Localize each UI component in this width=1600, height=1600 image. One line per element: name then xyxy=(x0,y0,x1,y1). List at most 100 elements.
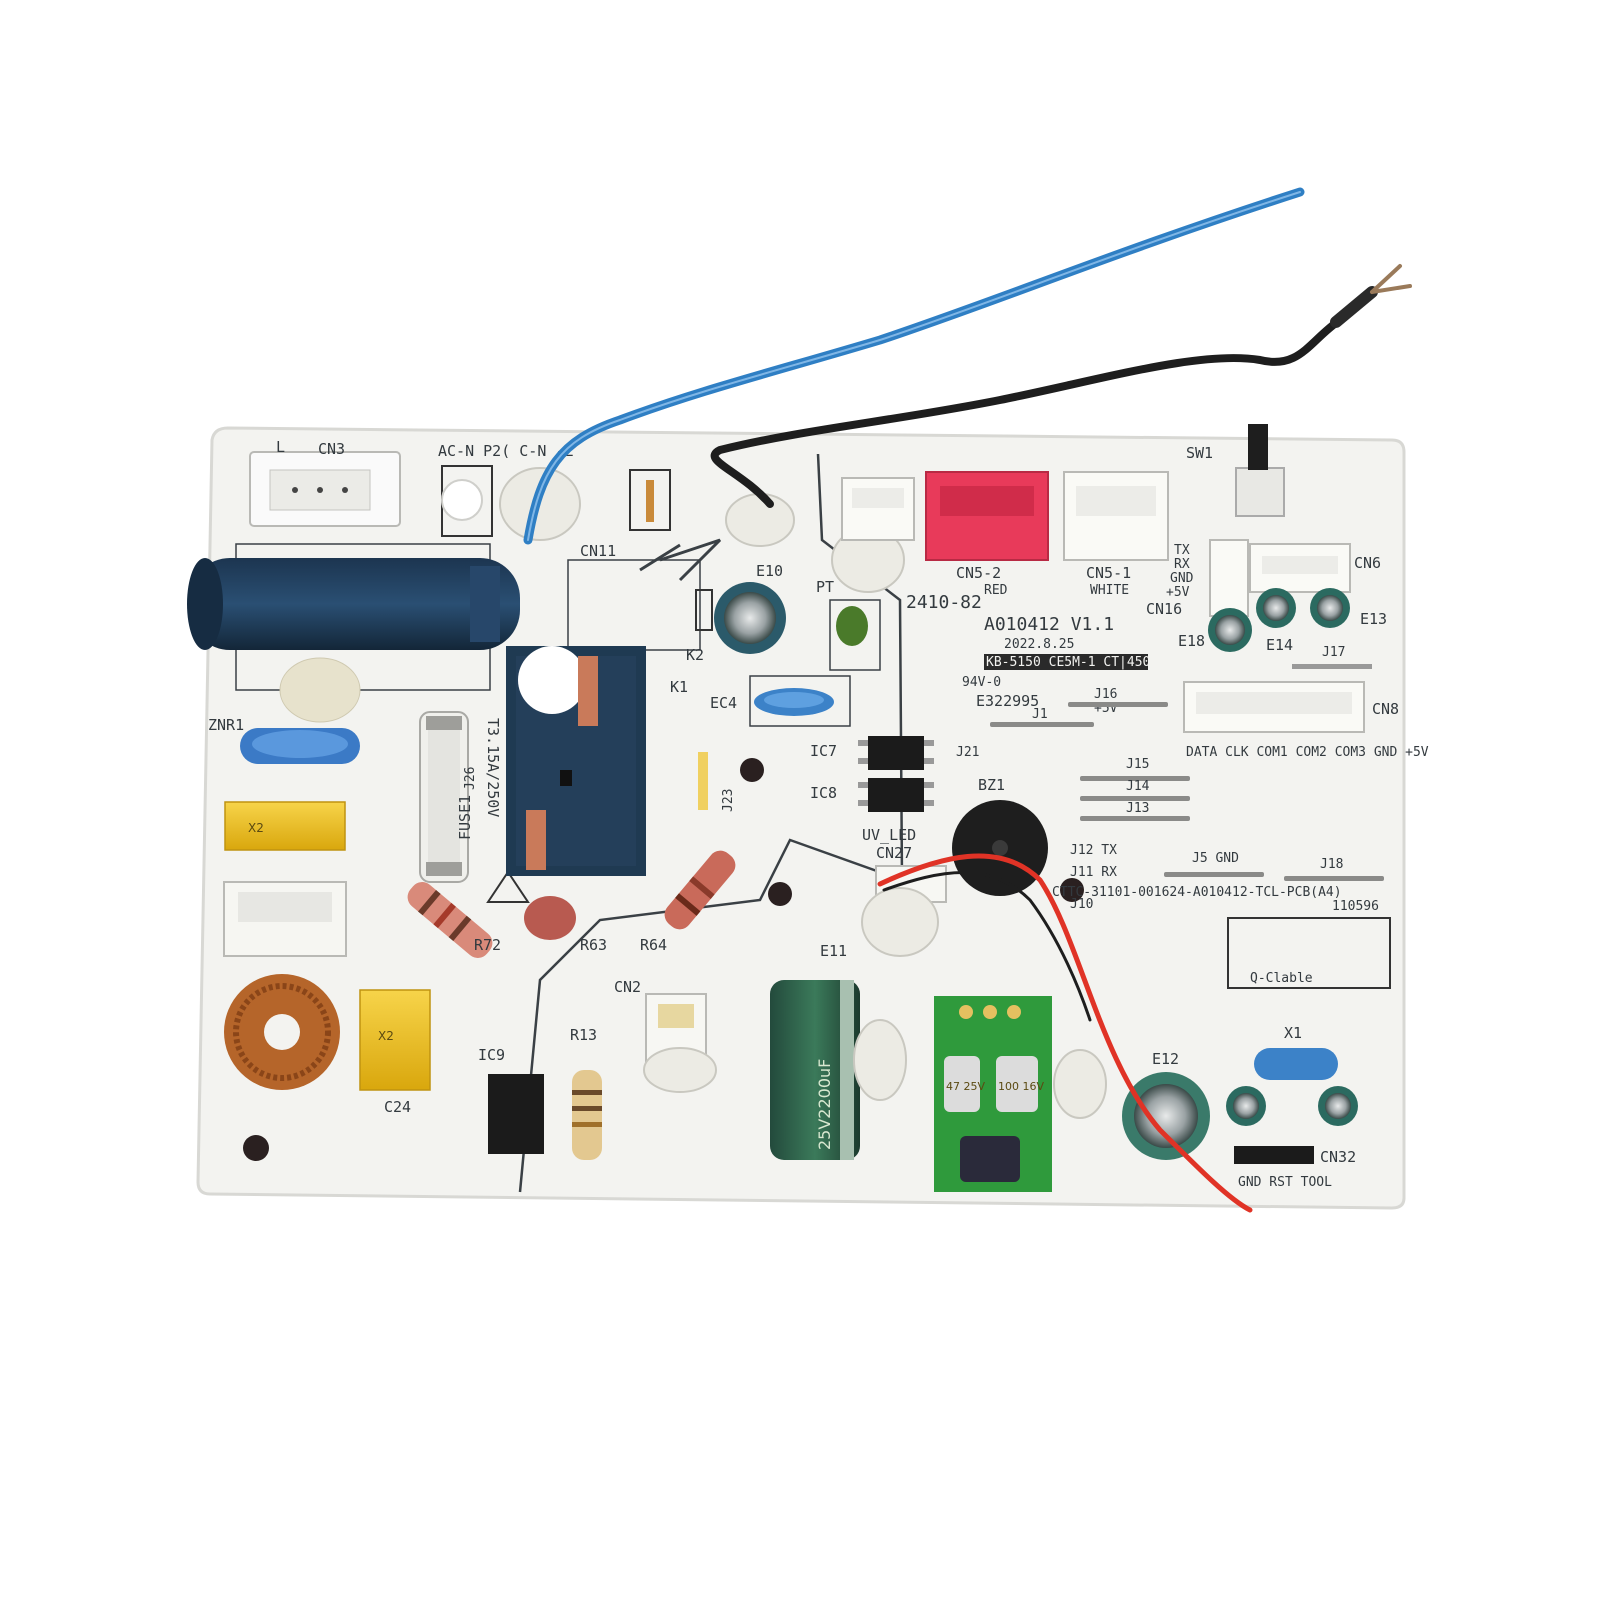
switch-sw1[interactable] xyxy=(1235,424,1285,517)
label-cn32: CN32 xyxy=(1320,1148,1356,1166)
label-cn16: CN16 xyxy=(1146,600,1182,618)
capacitor-e18 xyxy=(1208,608,1252,652)
svg-text:25V2200uF: 25V2200uF xyxy=(815,1059,834,1150)
label-cn32-pins: GND RST TOOL xyxy=(1238,1175,1332,1190)
label-ac-header: AC-N P2( C-N -L xyxy=(438,442,573,460)
label-j16: J16 xyxy=(1094,687,1117,702)
label-r64: R64 xyxy=(640,936,667,954)
label-ic7: IC7 xyxy=(810,742,837,760)
svg-text:47 25V: 47 25V xyxy=(946,1080,985,1093)
large-capacitor xyxy=(187,558,520,650)
label-j1: J1 xyxy=(1032,707,1048,722)
label-ic8: IC8 xyxy=(810,784,837,802)
label-ec4: EC4 xyxy=(710,694,737,712)
label-r72: R72 xyxy=(474,936,501,954)
varistor-beige xyxy=(279,657,361,723)
qr-label: Q-Clable xyxy=(1250,971,1313,986)
connector-cn5-1-white[interactable] xyxy=(1063,471,1169,561)
jumper-j13 xyxy=(1080,816,1190,821)
label-cn5-1: CN5-1 xyxy=(1086,564,1131,582)
label-cn6: CN6 xyxy=(1354,554,1381,572)
label-pt: PT xyxy=(816,578,834,596)
connector-cn3[interactable] xyxy=(249,451,401,527)
label-sw1: SW1 xyxy=(1186,444,1213,462)
label-k2: K2 xyxy=(686,646,704,664)
label-r13: R13 xyxy=(570,1026,597,1044)
crystal-x1 xyxy=(1254,1048,1338,1080)
label-j23: J23 xyxy=(721,789,736,812)
label-cn2: CN2 xyxy=(614,978,641,996)
connector-cn8[interactable] xyxy=(1183,681,1365,733)
connector-left[interactable] xyxy=(223,881,347,957)
label-j12: J12 TX xyxy=(1070,843,1117,858)
insulator-2 xyxy=(725,493,795,547)
label-e10: E10 xyxy=(756,562,783,580)
jumper-j15 xyxy=(1080,776,1190,781)
insulator-e11 xyxy=(853,1019,907,1101)
qr-label-box xyxy=(1227,917,1391,989)
board-ul-file: E322995 xyxy=(976,692,1039,710)
capacitor-e10 xyxy=(714,582,786,654)
label-j11: J11 RX xyxy=(1070,865,1117,880)
board-model: A010412 V1.1 xyxy=(984,614,1114,635)
ring-terminal xyxy=(1330,264,1412,328)
label-ic9: IC9 xyxy=(478,1046,505,1064)
ic7 xyxy=(858,736,934,770)
hole-2 xyxy=(768,882,792,906)
yellow-capacitor-c24: X2 xyxy=(359,989,431,1091)
label-j14: J14 xyxy=(1126,779,1150,794)
connector-cn16[interactable] xyxy=(1209,539,1249,617)
label-e14: E14 xyxy=(1266,636,1293,654)
board-part-number: CTTC-31101-001624-A010412-TCL-PCB(A4) xyxy=(1052,885,1342,900)
header-cn32[interactable] xyxy=(1234,1146,1314,1164)
resistor-r63 xyxy=(524,896,576,940)
label-r63: R63 xyxy=(580,936,607,954)
svg-text:X2: X2 xyxy=(378,1029,394,1043)
fuse xyxy=(419,711,469,883)
insulator-cn2 xyxy=(643,1047,717,1093)
warning-triangle xyxy=(486,870,530,903)
board-serial: 110596 xyxy=(1332,899,1379,914)
connector-white-1[interactable] xyxy=(841,477,915,541)
label-cn5-2: CN5-2 xyxy=(956,564,1001,582)
thermistor-pt xyxy=(836,606,868,646)
jumper-j1 xyxy=(990,722,1094,727)
jumper-j23 xyxy=(698,752,708,810)
yellow-capacitor-top: X2 xyxy=(224,801,346,851)
label-j21: J21 xyxy=(956,745,979,760)
label-j13: J13 xyxy=(1126,801,1149,816)
label-x1: X1 xyxy=(1284,1024,1302,1042)
board-cert-line: KB-5150 CE5M-1 CT|4500V xyxy=(986,655,1166,670)
label-znr1: ZNR1 xyxy=(208,716,244,734)
label-red: RED xyxy=(984,583,1008,598)
resistor-r72 xyxy=(407,882,493,958)
label-cn16-rx: RX xyxy=(1174,557,1190,572)
label-l: L xyxy=(276,438,285,456)
cert-bar xyxy=(984,654,1148,670)
varistor-znr1 xyxy=(240,728,360,764)
jumper-j17 xyxy=(1292,664,1372,669)
ic8 xyxy=(858,778,934,812)
connector-cn6[interactable] xyxy=(1249,543,1351,593)
svg-text:100 16V: 100 16V xyxy=(998,1080,1044,1093)
black-wire-small xyxy=(882,871,1092,1022)
label-c24: C24 xyxy=(384,1098,411,1116)
label-cn8: CN8 xyxy=(1372,700,1399,718)
ic9 xyxy=(488,1074,544,1154)
label-e11: E11 xyxy=(820,942,847,960)
label-k1: K1 xyxy=(670,678,688,696)
jumper-j16 xyxy=(1068,702,1168,707)
jumper-j18 xyxy=(1284,876,1384,881)
hole-1 xyxy=(740,758,764,782)
board-date-code: 2022.8.25 xyxy=(1004,637,1074,652)
label-cn8-pins: DATA CLK COM1 COM2 COM3 GND +5V xyxy=(1186,745,1429,760)
svg-text:X2: X2 xyxy=(248,821,264,835)
label-j15: J15 xyxy=(1126,757,1149,772)
connector-cn5-2-red[interactable] xyxy=(925,471,1049,561)
label-uv-led: UV_LED xyxy=(862,826,916,844)
label-cn16-5v: +5V xyxy=(1166,585,1190,600)
label-j26: J26 xyxy=(463,767,478,790)
label-batch: 2410-82 xyxy=(906,592,982,613)
label-cn3: CN3 xyxy=(318,440,345,458)
power-module-green: 47 25V 100 16V xyxy=(934,996,1052,1192)
